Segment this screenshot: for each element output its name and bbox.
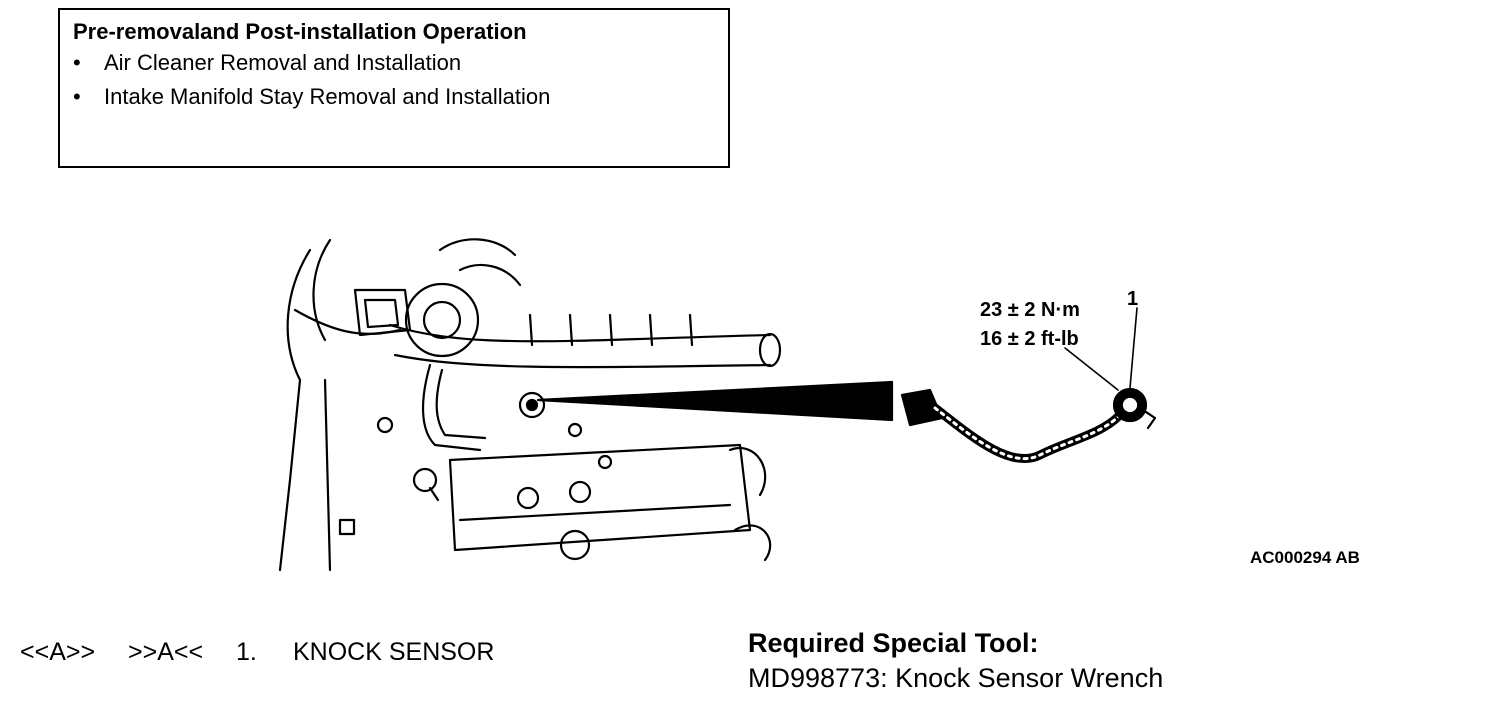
special-tool-item: MD998773: Knock Sensor Wrench <box>748 663 1164 693</box>
block-arc-2 <box>733 524 772 562</box>
callout-number: 1 <box>1127 288 1139 310</box>
item-number: 1. <box>236 638 257 666</box>
bolt-shaft <box>428 486 440 502</box>
engine-curve-top2 <box>458 263 522 287</box>
bolt-small <box>597 454 613 470</box>
torque-leader <box>1064 347 1119 391</box>
stay-inner <box>435 368 487 440</box>
bullet-icon: • <box>73 84 81 109</box>
pre-operation-title: Pre-removaland Post-installation Operati… <box>73 19 527 44</box>
knock-sensor-illustration <box>278 238 1157 572</box>
small-square <box>338 518 356 536</box>
harness-highlight <box>933 406 1122 461</box>
rib <box>528 313 534 347</box>
block-lower <box>458 503 732 522</box>
torque-metric: 23 ± 2 N·m <box>980 299 1080 321</box>
pipe-end <box>758 332 782 368</box>
boss-inner <box>422 300 462 340</box>
figure-code: AC000294 AB <box>1250 548 1360 567</box>
knock-sensor-tab <box>1138 406 1157 430</box>
rib <box>568 313 574 347</box>
bracket <box>353 288 412 337</box>
block-outline <box>323 378 332 572</box>
engine-curve-top <box>438 238 517 257</box>
bolt <box>412 467 438 493</box>
rib <box>688 313 694 347</box>
boss-outer <box>404 282 480 358</box>
pre-operation-list: • Air Cleaner Removal and Installation •… <box>73 52 550 120</box>
rib <box>648 313 654 347</box>
bolt <box>559 529 591 561</box>
item-name: KNOCK SENSOR <box>293 638 495 666</box>
bolt-small <box>567 422 583 438</box>
stay <box>422 363 482 452</box>
torque-imperial: 16 ± 2 ft-lb <box>980 328 1079 350</box>
pre-operation-item-text: Intake Manifold Stay Removal and Install… <box>104 84 551 109</box>
callout-leader <box>1129 307 1138 389</box>
torque-spec: 23 ± 2 N·m 16 ± 2 ft-lb <box>980 296 1080 354</box>
bolt-small <box>376 416 394 434</box>
pre-operation-box: Pre-removaland Post-installation Operati… <box>58 8 730 168</box>
engine-outline-left <box>278 248 312 572</box>
bracket-inner <box>363 298 400 329</box>
block-arc <box>728 447 767 497</box>
pre-operation-item: • Air Cleaner Removal and Installation <box>73 52 550 86</box>
pre-operation-item: • Intake Manifold Stay Removal and Insta… <box>73 86 550 120</box>
installation-mark: >>A<< <box>128 638 204 666</box>
sensor-mount <box>518 391 546 419</box>
bolt <box>516 486 540 510</box>
pre-operation-item-text: Air Cleaner Removal and Installation <box>104 50 462 75</box>
special-tool-title: Required Special Tool: <box>748 628 1039 658</box>
bolt <box>568 480 592 504</box>
knock-sensor-bore <box>1122 397 1138 413</box>
bullet-icon: • <box>73 50 81 75</box>
engine-outline-upper <box>293 308 402 336</box>
block-outline-right <box>448 443 752 552</box>
detail-beam <box>536 380 894 422</box>
sensor-mount-inner <box>525 398 539 412</box>
engine-outline-left-inner <box>312 238 332 342</box>
pipe-lower <box>393 353 772 369</box>
removal-mark: <<A>> <box>20 638 96 666</box>
pipe-upper <box>388 323 772 343</box>
rib <box>608 313 614 347</box>
